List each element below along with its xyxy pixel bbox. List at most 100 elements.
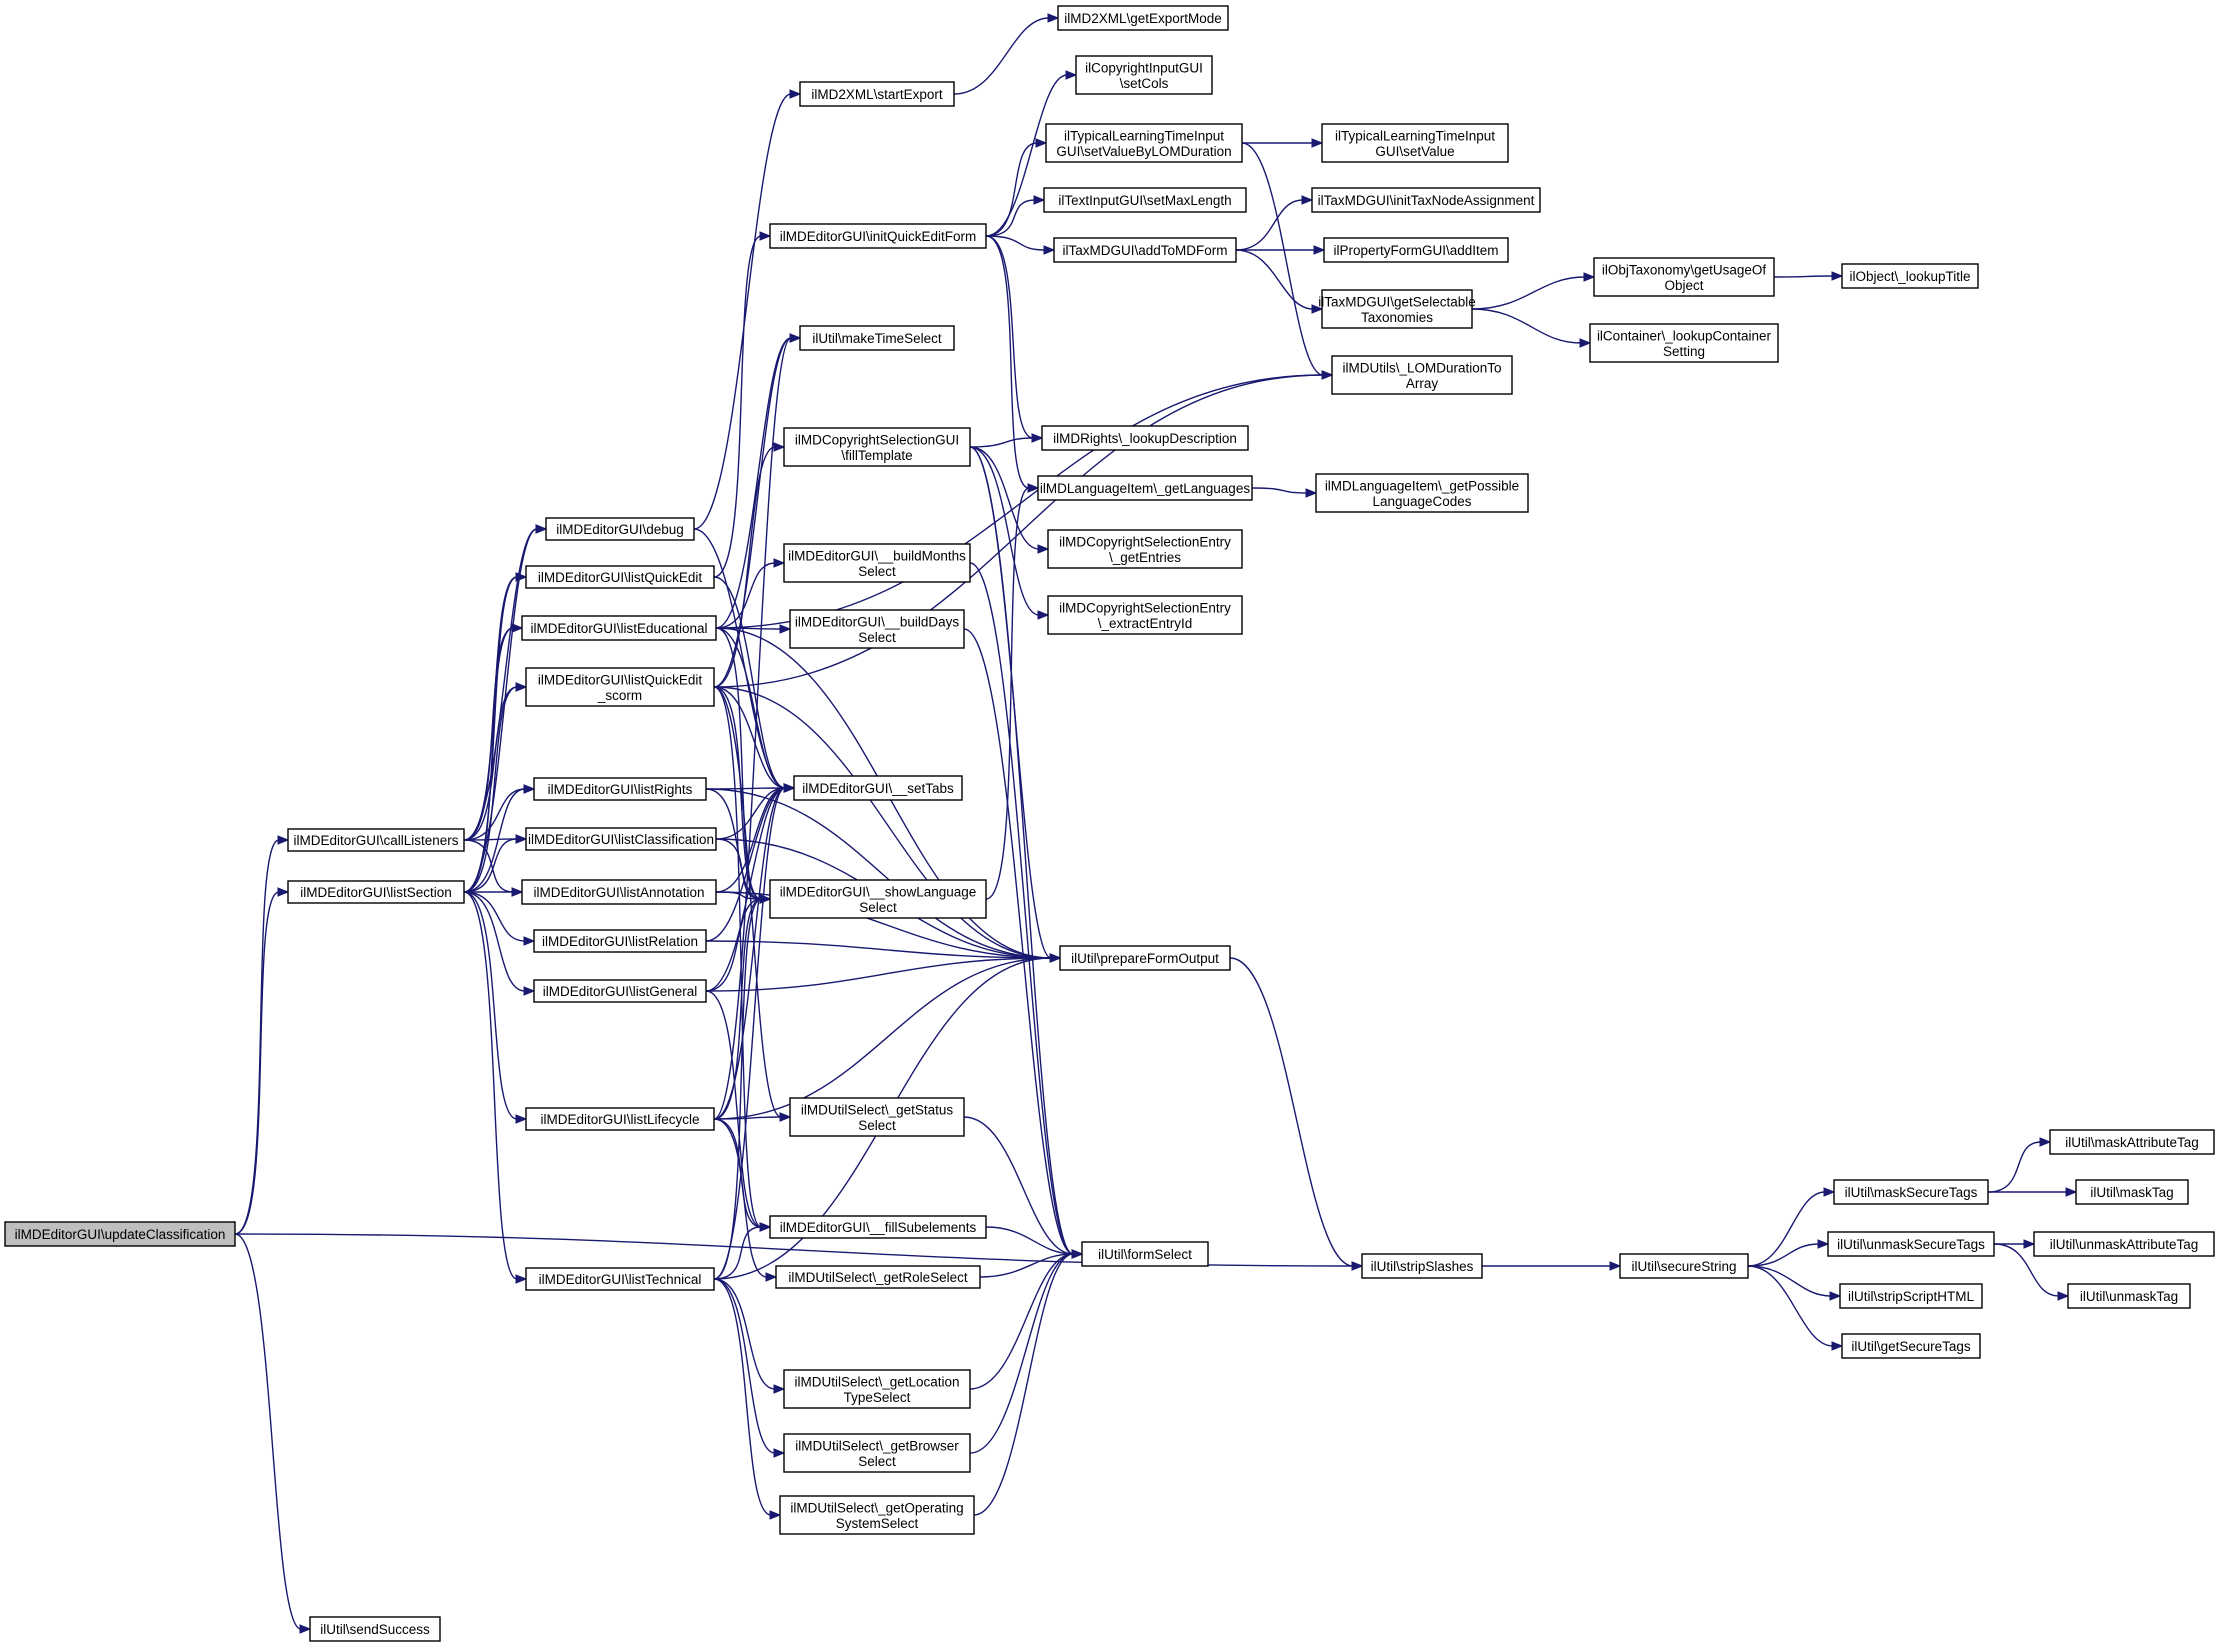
edge-init-quick-edit-form-to-get-languages — [985, 235, 1040, 493]
node-init-quick-edit-form[interactable]: ilMDEditorGUI\initQuickEditForm — [769, 223, 987, 249]
node-box — [2075, 1179, 2189, 1205]
node-set-cols[interactable]: ilCopyrightInputGUI\setCols — [1075, 55, 1213, 95]
node-box — [769, 1215, 987, 1239]
node-list-relation[interactable]: ilMDEditorGUI\listRelation — [533, 929, 707, 953]
node-list-quick-edit-scorm[interactable]: ilMDEditorGUI\listQuickEdit_scorm — [525, 667, 715, 707]
node-lookup-title[interactable]: ilObject\_lookupTitle — [1841, 263, 1979, 289]
edge-line — [713, 898, 762, 1280]
node-fill-subelements[interactable]: ilMDEditorGUI\__fillSubelements — [769, 1215, 987, 1239]
node-unmask-tag[interactable]: ilUtil\unmaskTag — [2067, 1283, 2191, 1309]
node-box — [1043, 187, 1247, 213]
edge-line — [715, 627, 786, 789]
edge-arrowhead — [1305, 488, 1318, 498]
edge-line — [985, 142, 1038, 237]
node-list-quick-edit[interactable]: ilMDEditorGUI\listQuickEdit — [525, 565, 715, 589]
edge-line — [705, 940, 1052, 959]
node-get-languages[interactable]: ilMDLanguageItem\_getLanguages — [1037, 475, 1253, 501]
edge-line — [1251, 487, 1308, 494]
node-send-success[interactable]: ilUtil\sendSuccess — [309, 1616, 441, 1642]
node-box — [789, 609, 965, 649]
edge-arrowhead — [765, 1272, 778, 1282]
node-set-tabs[interactable]: ilMDEditorGUI\__setTabs — [793, 775, 963, 801]
node-init-tax-node-assignment[interactable]: ilTaxMDGUI\initTaxNodeAssignment — [1311, 187, 1541, 213]
edge-line — [713, 957, 1052, 1120]
node-strip-script-html[interactable]: ilUtil\stripScriptHTML — [1839, 1283, 1983, 1309]
node-call-listeners[interactable]: ilMDEditorGUI\callListeners — [287, 828, 465, 852]
edge-line — [715, 627, 762, 900]
edge-arrowhead — [299, 1624, 312, 1634]
edge-arrowhead — [759, 894, 772, 904]
node-box — [1075, 55, 1213, 95]
edge-list-educational-to-set-tabs — [715, 627, 796, 793]
edge-line — [715, 787, 786, 840]
node-lookup-description[interactable]: ilMDRights\_lookupDescription — [1041, 425, 1249, 451]
node-mask-attribute-tag[interactable]: ilUtil\maskAttributeTag — [2049, 1129, 2215, 1155]
node-strip-slashes[interactable]: ilUtil\stripSlashes — [1361, 1253, 1483, 1279]
node-prepare-form-output[interactable]: ilUtil\prepareFormOutput — [1059, 945, 1231, 971]
node-form-select[interactable]: ilUtil\formSelect — [1081, 1241, 1209, 1267]
node-list-technical[interactable]: ilMDEditorGUI\listTechnical — [525, 1267, 715, 1291]
node-add-item[interactable]: ilPropertyFormGUI\addItem — [1323, 237, 1509, 263]
node-get-role-select[interactable]: ilMDUtilSelect\_getRoleSelect — [775, 1265, 981, 1289]
node-mask-tag[interactable]: ilUtil\maskTag — [2075, 1179, 2189, 1205]
node-list-educational[interactable]: ilMDEditorGUI\listEducational — [521, 615, 717, 641]
node-label: ilMDEditorGUI\callListeners — [293, 833, 458, 848]
edge-list-section-to-list-rights — [463, 784, 536, 893]
node-box — [309, 1616, 441, 1642]
node-list-general[interactable]: ilMDEditorGUI\listGeneral — [533, 979, 707, 1003]
edge-arrowhead — [511, 623, 524, 633]
node-list-classification[interactable]: ilMDEditorGUI\listClassification — [525, 827, 717, 851]
node-unmask-secure-tags[interactable]: ilUtil\unmaskSecureTags — [1827, 1231, 1995, 1257]
node-label: ilMDEditorGUI\debug — [556, 522, 684, 537]
edge-list-technical-to-get-operating-system-select — [713, 1278, 782, 1520]
node-get-export-mode[interactable]: ilMD2XML\getExportMode — [1057, 5, 1229, 31]
edge-arrowhead — [1817, 1239, 1830, 1249]
node-box — [533, 777, 707, 801]
node-set-value-by-lomduration[interactable]: ilTypicalLearningTimeInputGUI\setValueBy… — [1045, 123, 1243, 163]
node-get-secure-tags[interactable]: ilUtil\getSecureTags — [1841, 1333, 1981, 1359]
node-unmask-attribute-tag[interactable]: ilUtil\unmaskAttributeTag — [2033, 1231, 2215, 1257]
node-list-rights[interactable]: ilMDEditorGUI\listRights — [533, 777, 707, 801]
node-label: Object — [1664, 278, 1703, 293]
node-get-entries[interactable]: ilMDCopyrightSelectionEntry\_getEntries — [1047, 529, 1243, 569]
edge-line — [463, 839, 514, 893]
edge-list-lifecycle-to-fill-subelements — [713, 1118, 772, 1232]
node-label: ilUtil\maskSecureTags — [1845, 1185, 1978, 1200]
node-mask-secure-tags[interactable]: ilUtil\maskSecureTags — [1833, 1179, 1989, 1205]
node-box — [525, 667, 715, 707]
node-debug[interactable]: ilMDEditorGUI\debug — [545, 517, 695, 541]
node-get-possible-language-codes[interactable]: ilMDLanguageItem\_getPossibleLanguageCod… — [1315, 473, 1529, 513]
node-label: SystemSelect — [836, 1516, 919, 1531]
node-list-annotation[interactable]: ilMDEditorGUI\listAnnotation — [521, 879, 717, 905]
edge-line — [1987, 1141, 2042, 1193]
node-list-section[interactable]: ilMDEditorGUI\listSection — [287, 880, 465, 904]
edge-arrowhead — [1311, 138, 1324, 148]
node-set-max-length[interactable]: ilTextInputGUI\setMaxLength — [1043, 187, 1247, 213]
node-add-to-mdform[interactable]: ilTaxMDGUI\addToMDForm — [1053, 237, 1237, 263]
node-secure-string[interactable]: ilUtil\secureString — [1619, 1253, 1749, 1279]
node-label: Setting — [1663, 344, 1705, 359]
node-box — [1361, 1253, 1483, 1279]
node-make-time-select[interactable]: ilUtil\makeTimeSelect — [799, 325, 955, 351]
edge-line — [973, 1253, 1074, 1516]
node-start-export[interactable]: ilMD2XML\startExport — [799, 81, 955, 107]
edge-arrowhead — [783, 783, 796, 793]
node-fill-template[interactable]: ilMDCopyrightSelectionGUI\fillTemplate — [783, 427, 971, 467]
node-box — [779, 1495, 975, 1535]
node-list-lifecycle[interactable]: ilMDEditorGUI\listLifecycle — [525, 1107, 715, 1131]
node-label: ilMDEditorGUI\listEducational — [530, 621, 707, 636]
node-update-classification[interactable]: ilMDEditorGUI\updateClassification — [4, 1221, 236, 1247]
node-extract-entry-id[interactable]: ilMDCopyrightSelectionEntry\_extractEntr… — [1047, 595, 1243, 635]
